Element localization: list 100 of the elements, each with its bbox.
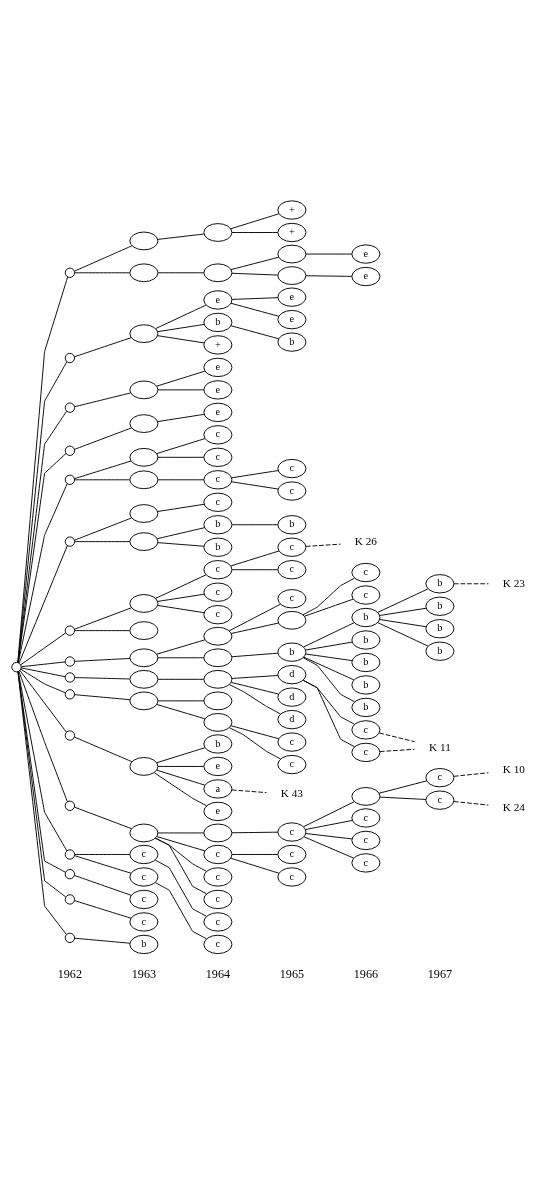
connector [18,670,68,802]
connector [74,606,132,630]
node-ellipse: b [203,733,233,754]
node-ellipse [129,447,159,467]
connector [378,732,416,742]
node-ellipse: + [203,334,233,355]
node-ellipse [203,691,233,710]
connector [156,703,206,719]
connector [230,724,280,739]
node-ellipse: e [351,243,381,264]
connector [157,271,205,273]
node-ellipse: c [277,458,307,478]
node-ellipse [129,691,159,710]
node-ellipse: e [203,402,233,422]
node-circle [64,848,76,860]
node-ellipse: c [351,852,381,873]
node-ellipse: c [203,604,233,624]
node-ellipse: e [203,357,233,377]
node-circle [64,688,76,699]
node-ellipse: e [203,756,233,776]
connector [74,693,131,700]
connector [19,669,67,733]
node-circle [64,535,76,547]
node-ellipse [277,610,307,630]
node-ellipse: c [203,582,233,602]
node-ellipse: c [203,447,233,467]
connector [155,304,207,329]
node-circle [64,402,76,413]
connector [231,480,279,489]
connector [157,678,205,680]
label: 1967 [427,966,453,981]
node-ellipse [129,380,159,399]
connector [231,272,279,276]
connector [303,835,355,859]
node-ellipse [129,469,159,489]
node-circle [64,474,76,485]
node-ellipse: a [203,778,233,799]
connector [230,622,279,634]
connector [302,656,355,702]
node-ellipse: c [277,480,307,501]
node-ellipse: c [277,754,307,774]
node-ellipse: c [203,866,233,887]
node-ellipse: c [129,889,159,909]
connector [302,577,355,615]
connector [231,853,279,855]
connector [377,621,429,646]
label: 1965 [279,966,305,981]
node-circle [64,352,76,363]
node-text: K 11 [429,740,451,753]
connector [305,653,353,661]
connector [231,568,279,570]
node-ellipse: c [203,911,233,932]
node-ellipse: e [203,801,233,821]
label: 1966 [353,966,379,981]
node-circle [64,893,76,905]
node-ellipse: c [351,830,381,850]
connector [74,629,131,631]
node-ellipse [129,531,159,551]
node-ellipse: b [425,573,455,593]
node-ellipse: c [129,866,159,887]
node-ellipse: c [203,424,233,444]
node-ellipse [129,503,159,523]
node-ellipse: c [277,866,307,887]
connector [17,410,67,663]
node-circle [64,729,76,741]
node-ellipse: c [129,911,159,932]
connector [157,456,205,458]
connector [157,656,205,658]
node-ellipse [129,647,159,667]
node-ellipse: + [277,199,307,220]
connector [231,674,279,679]
connector [453,800,489,806]
connector [74,853,131,855]
node-ellipse [203,647,233,667]
node-ellipse: c [277,559,307,579]
connector [74,676,131,679]
node-ellipse: c [129,844,159,864]
node-ellipse: c [203,934,233,954]
node-ellipse [129,823,159,842]
node-ellipse: c [277,731,307,752]
node-ellipse [129,593,159,613]
node-ellipse: c [277,844,307,864]
connector [305,832,353,839]
node-circle [64,932,76,943]
connector [157,765,205,767]
node-ellipse: c [203,492,233,512]
node-circle [11,661,22,672]
connector [74,736,133,762]
connector [379,607,427,616]
node-ellipse: c [203,469,233,489]
connector [74,899,132,919]
node-ellipse: c [277,588,307,608]
connector [228,683,281,714]
node-ellipse [277,244,307,263]
connector [157,478,205,480]
connector [74,478,131,480]
node-circle [64,445,76,456]
node-text: K 43 [280,786,303,799]
node-ellipse: d [277,686,307,707]
connector [154,881,207,939]
